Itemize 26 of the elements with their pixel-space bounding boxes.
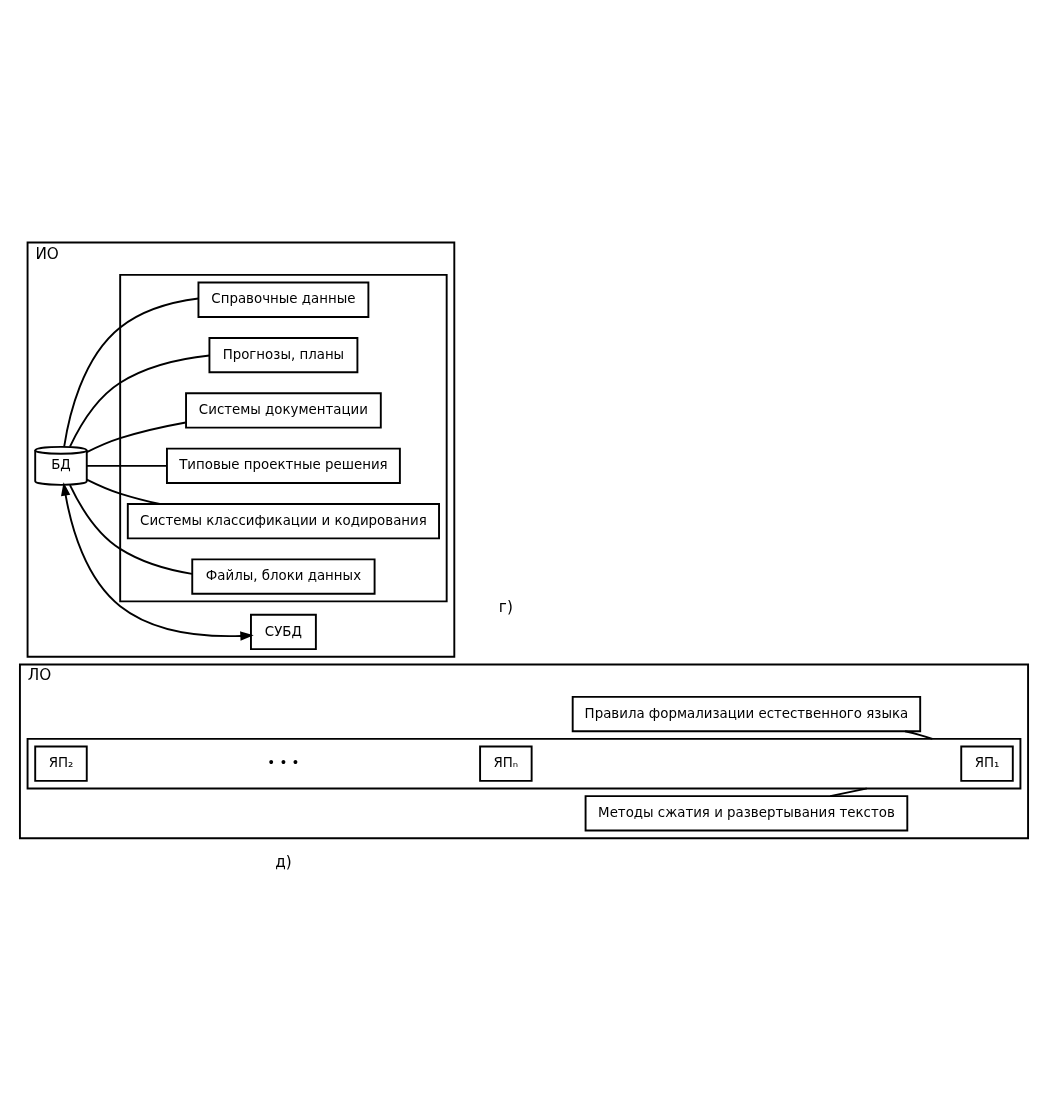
node-box: ЯП₁ bbox=[960, 745, 1014, 782]
node-box: Типовые проектные решения bbox=[166, 447, 401, 484]
label: • • • bbox=[267, 755, 300, 771]
node-box: СУБД bbox=[250, 613, 317, 651]
node-box: ЯПₙ bbox=[479, 745, 533, 782]
node-box: Правила формализации естественного языка bbox=[571, 695, 922, 733]
cluster bbox=[119, 273, 448, 603]
connector bbox=[829, 787, 868, 798]
label: г) bbox=[498, 597, 513, 616]
node-box: ЯП₂ bbox=[34, 745, 88, 782]
node-box: Методы сжатия и развертывания текстов bbox=[584, 795, 909, 832]
connector bbox=[85, 478, 161, 505]
node-box: Прогнозы, планы bbox=[208, 336, 359, 374]
node-box: Справочные данные bbox=[197, 281, 370, 318]
connector bbox=[904, 730, 934, 740]
arrow bbox=[61, 482, 254, 641]
node-box: Системы документации bbox=[185, 392, 382, 429]
connector bbox=[85, 421, 187, 454]
cluster bbox=[26, 737, 1022, 790]
node-box: Системы классификации и кодирования bbox=[126, 503, 440, 540]
connector bbox=[63, 297, 200, 448]
label: д) bbox=[275, 852, 292, 871]
connector bbox=[69, 354, 211, 448]
connector bbox=[69, 484, 193, 575]
node-box: Файлы, блоки данных bbox=[191, 558, 376, 595]
connector bbox=[85, 464, 168, 467]
